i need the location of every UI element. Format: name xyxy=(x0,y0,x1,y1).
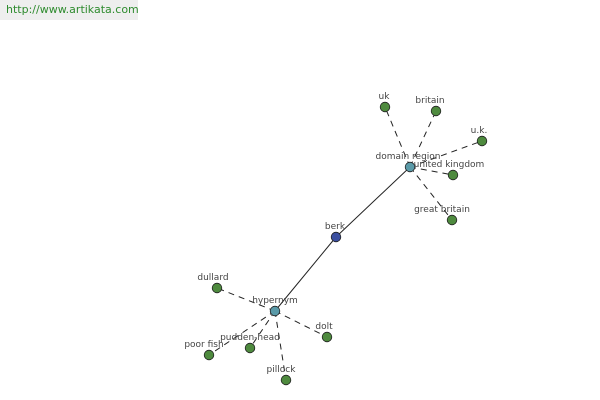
edge-domain-region-united-kingdom xyxy=(409,166,454,176)
label-u-k[interactable]: u.k. xyxy=(471,126,488,136)
label-pillock[interactable]: pillock xyxy=(267,365,297,375)
label-dolt[interactable]: dolt xyxy=(315,322,333,332)
edge-hypernym-pudden-head xyxy=(249,310,276,349)
edge-domain-region-great-britain xyxy=(409,166,453,221)
edge-hypernym-pillock xyxy=(274,310,287,381)
label-dullard[interactable]: dullard xyxy=(197,273,228,283)
edge-domain-region-u-k xyxy=(409,140,483,168)
site-url-banner[interactable]: http://www.artikata.com xyxy=(0,0,139,20)
label-hypernym[interactable]: hypernym xyxy=(252,296,298,306)
label-domain-region[interactable]: domain region xyxy=(375,152,440,162)
node-united-kingdom[interactable] xyxy=(447,169,459,181)
label-berk[interactable]: berk xyxy=(325,222,346,232)
label-uk[interactable]: uk xyxy=(379,92,391,102)
edge-hypernym-poor-fish xyxy=(208,310,276,356)
node-uk[interactable] xyxy=(379,101,391,113)
label-united-kingdom[interactable]: united kingdom xyxy=(414,160,485,170)
graph-nodes xyxy=(203,101,488,386)
label-britain[interactable]: britain xyxy=(415,96,444,106)
node-hypernym[interactable] xyxy=(269,305,281,317)
graph-edges xyxy=(208,106,483,381)
node-dullard[interactable] xyxy=(211,282,223,294)
graph-labels: uk britain u.k. united kingdom great britain… xyxy=(184,92,487,375)
edge-berk-domain-region xyxy=(335,166,411,238)
node-pillock[interactable] xyxy=(280,374,292,386)
node-domain-region[interactable] xyxy=(404,161,416,173)
edge-berk-hypernym xyxy=(274,236,337,312)
node-u-k[interactable] xyxy=(476,135,488,147)
node-berk[interactable] xyxy=(330,231,342,243)
node-poor-fish[interactable] xyxy=(203,349,215,361)
node-pudden-head[interactable] xyxy=(244,342,256,354)
node-dolt[interactable] xyxy=(321,331,333,343)
edge-hypernym-dolt xyxy=(274,310,328,338)
label-great-britain[interactable]: great britain xyxy=(414,205,470,215)
label-pudden-head[interactable]: pudden-head xyxy=(220,333,280,343)
node-britain[interactable] xyxy=(430,105,442,117)
node-great-britain[interactable] xyxy=(446,214,458,226)
label-poor-fish[interactable]: poor fish xyxy=(184,340,223,350)
